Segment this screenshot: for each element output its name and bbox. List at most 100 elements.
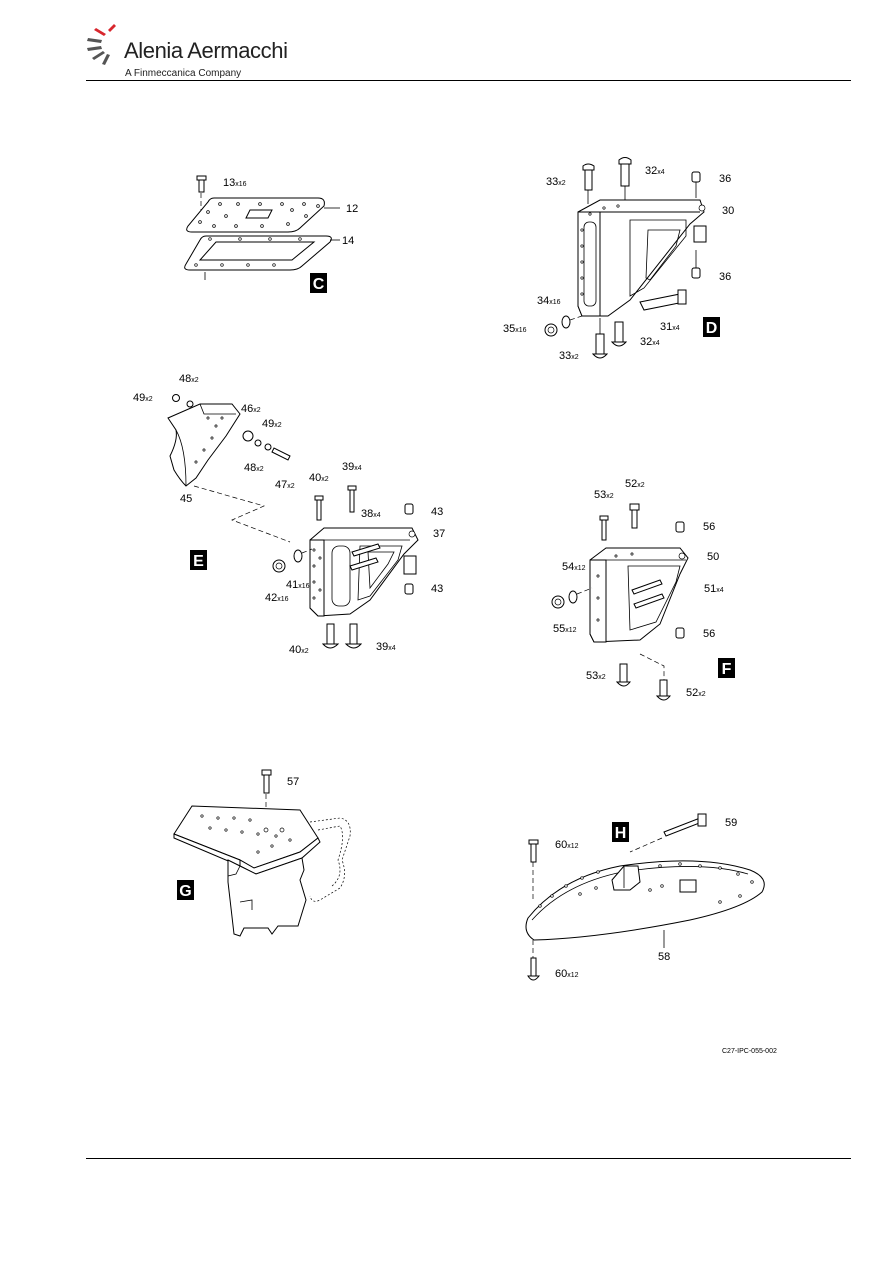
svg-text:35x16: 35x16	[503, 323, 527, 335]
view-h-letter: H	[615, 825, 627, 842]
callout: 52x2	[625, 478, 645, 490]
callout: 35x16	[503, 323, 527, 335]
callout: 39x4	[342, 461, 362, 473]
svg-text:37: 37	[433, 528, 445, 540]
company-tagline: A Finmeccanica Company	[125, 68, 242, 79]
view-e-marker: E	[190, 550, 207, 570]
callout: 58	[658, 951, 670, 963]
view-h-marker: H	[612, 822, 629, 842]
view-h-callouts: 59 60x12 58 60x12	[555, 817, 737, 980]
callout: 60x12	[555, 968, 579, 980]
callout: 40x2	[289, 644, 309, 656]
callout: 33x2	[546, 176, 566, 188]
company-logo: Alenia Aermacchi A Finmeccanica Company	[84, 24, 314, 80]
svg-text:60x12: 60x12	[555, 839, 579, 851]
callout: 55x12	[553, 623, 577, 635]
view-c-letter: C	[313, 276, 325, 293]
header-rule	[86, 80, 851, 81]
svg-text:52x2: 52x2	[686, 687, 706, 699]
svg-text:53x2: 53x2	[594, 489, 614, 501]
svg-text:58: 58	[658, 951, 670, 963]
view-d-letter: D	[706, 320, 718, 337]
svg-text:46x2: 46x2	[241, 403, 261, 415]
callout: 53x2	[594, 489, 614, 501]
callout: 53x2	[586, 670, 606, 682]
callout: 59	[725, 817, 737, 829]
svg-text:51x4: 51x4	[704, 583, 724, 595]
logo-mark-icon	[87, 24, 116, 65]
svg-text:43: 43	[431, 583, 443, 595]
view-c-drawing	[184, 175, 340, 280]
callout: 42x16	[265, 592, 289, 604]
view-g-letter: G	[179, 883, 191, 900]
footer-rule	[86, 1158, 851, 1159]
svg-text:57: 57	[287, 776, 299, 788]
callout: 34x16	[537, 295, 561, 307]
view-h-drawing	[525, 813, 765, 981]
view-d-callouts: 33x2 32x4 36 30 36 34x16 35x16 31x4 32x4…	[503, 165, 734, 362]
callout: 51x4	[704, 583, 724, 595]
svg-text:50: 50	[707, 551, 719, 563]
callout: 50	[707, 551, 719, 563]
figure-code: C27-IPC-055-002	[722, 1048, 777, 1055]
view-g-callouts: 57	[287, 776, 299, 788]
callout: 48x2	[179, 373, 199, 385]
svg-text:60x12: 60x12	[555, 968, 579, 980]
callout: 31x4	[660, 321, 680, 333]
svg-text:56: 56	[703, 521, 715, 533]
callout: 48x2	[244, 462, 264, 474]
callout: 57	[287, 776, 299, 788]
view-e-drawing	[167, 394, 419, 649]
svg-text:33x2: 33x2	[559, 350, 579, 362]
callout: 43	[431, 506, 443, 518]
svg-text:48x2: 48x2	[244, 462, 264, 474]
svg-text:39x4: 39x4	[376, 641, 396, 653]
callout: 13x16	[223, 177, 247, 189]
svg-text:49x2: 49x2	[262, 418, 282, 430]
svg-text:41x16: 41x16	[286, 579, 310, 591]
callout: 33x2	[559, 350, 579, 362]
view-e-letter: E	[193, 553, 204, 570]
callout: 12	[346, 203, 358, 215]
svg-text:40x2: 40x2	[289, 644, 309, 656]
callout: 40x2	[309, 472, 329, 484]
svg-text:55x12: 55x12	[553, 623, 577, 635]
svg-text:47x2: 47x2	[275, 479, 295, 491]
svg-text:54x12: 54x12	[562, 561, 586, 573]
callout: 36	[719, 271, 731, 283]
callout: 47x2	[275, 479, 295, 491]
callout: 49x2	[133, 392, 153, 404]
callout: 56	[703, 521, 715, 533]
svg-text:45: 45	[180, 493, 192, 505]
svg-text:12: 12	[346, 203, 358, 215]
callout: 32x4	[645, 165, 665, 177]
svg-text:36: 36	[719, 271, 731, 283]
callout: 60x12	[555, 839, 579, 851]
svg-text:38x4: 38x4	[361, 508, 381, 520]
view-e-callouts: 48x2 49x2 46x2 49x2 48x2 47x2 45 40x2 39…	[133, 373, 445, 656]
view-f-callouts: 53x2 52x2 56 50 54x12 51x4 55x12 56 53x2…	[553, 478, 724, 699]
svg-text:43: 43	[431, 506, 443, 518]
svg-text:52x2: 52x2	[625, 478, 645, 490]
svg-text:40x2: 40x2	[309, 472, 329, 484]
view-d-drawing	[544, 157, 707, 359]
view-g-marker: G	[177, 880, 194, 900]
svg-text:39x4: 39x4	[342, 461, 362, 473]
view-g-drawing	[173, 769, 351, 937]
view-f-marker: F	[718, 658, 735, 678]
callout: 46x2	[241, 403, 261, 415]
callout: 45	[180, 493, 192, 505]
svg-text:49x2: 49x2	[133, 392, 153, 404]
callout: 32x4	[640, 336, 660, 348]
svg-text:34x16: 34x16	[537, 295, 561, 307]
svg-text:59: 59	[725, 817, 737, 829]
view-f-drawing	[551, 503, 689, 701]
view-f-letter: F	[722, 661, 732, 678]
view-c-callouts: 13x16 12 14	[223, 177, 358, 247]
svg-text:33x2: 33x2	[546, 176, 566, 188]
svg-text:13x16: 13x16	[223, 177, 247, 189]
callout: 52x2	[686, 687, 706, 699]
callout: 37	[433, 528, 445, 540]
svg-text:36: 36	[719, 173, 731, 185]
